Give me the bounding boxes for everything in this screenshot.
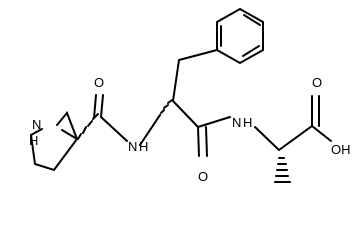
ala-stereo-hash <box>274 157 291 183</box>
atom-o-phe: O <box>198 169 208 184</box>
acid-c-oh-bond <box>311 125 332 142</box>
pro-ring-n-bond <box>30 128 43 136</box>
pro-c-o-double-bond-2 <box>93 94 97 119</box>
atom-h-amide2: H <box>243 115 252 130</box>
phenyl-ring <box>216 8 264 65</box>
atom-h-amide1: H <box>139 139 148 154</box>
phenyl-inner-bond-2 <box>242 45 260 57</box>
ch2-to-calpha-bond <box>172 59 180 102</box>
phe-c-o-double-bond-1 <box>197 126 200 157</box>
atom-n-ring: N <box>32 117 41 132</box>
atom-oh-acid: OH <box>331 142 351 157</box>
pro-c-o-double-bond-1 <box>100 94 104 118</box>
molecule-structure: N H O N H O N H O OH <box>29 8 351 184</box>
ala-calpha-to-c-bond <box>278 125 313 151</box>
atom-n-amide2: N <box>232 115 241 130</box>
pro-ring-calpha-bond <box>61 129 78 140</box>
phe-calpha-to-c-bond <box>172 100 199 128</box>
phe-c-o-double-bond-2 <box>205 126 208 157</box>
atom-h-ring: H <box>29 133 38 148</box>
pyrrolidine-ring <box>30 111 79 172</box>
atom-o-prolyl: O <box>94 75 104 90</box>
ala-n-to-calpha-bond <box>254 126 280 151</box>
bond-group <box>30 8 332 183</box>
benzyl-bond <box>178 49 218 61</box>
atom-o-acid-carbonyl: O <box>312 75 322 90</box>
atom-n-amide1: N <box>128 139 137 154</box>
n1-to-phe-calpha-bond <box>139 114 161 146</box>
pro-stereo-hash <box>77 113 99 140</box>
phe-c-to-n2-bond <box>197 116 231 128</box>
phenyl-inner-bond-1 <box>243 14 261 26</box>
pro-c-to-n1-bond <box>100 116 128 142</box>
